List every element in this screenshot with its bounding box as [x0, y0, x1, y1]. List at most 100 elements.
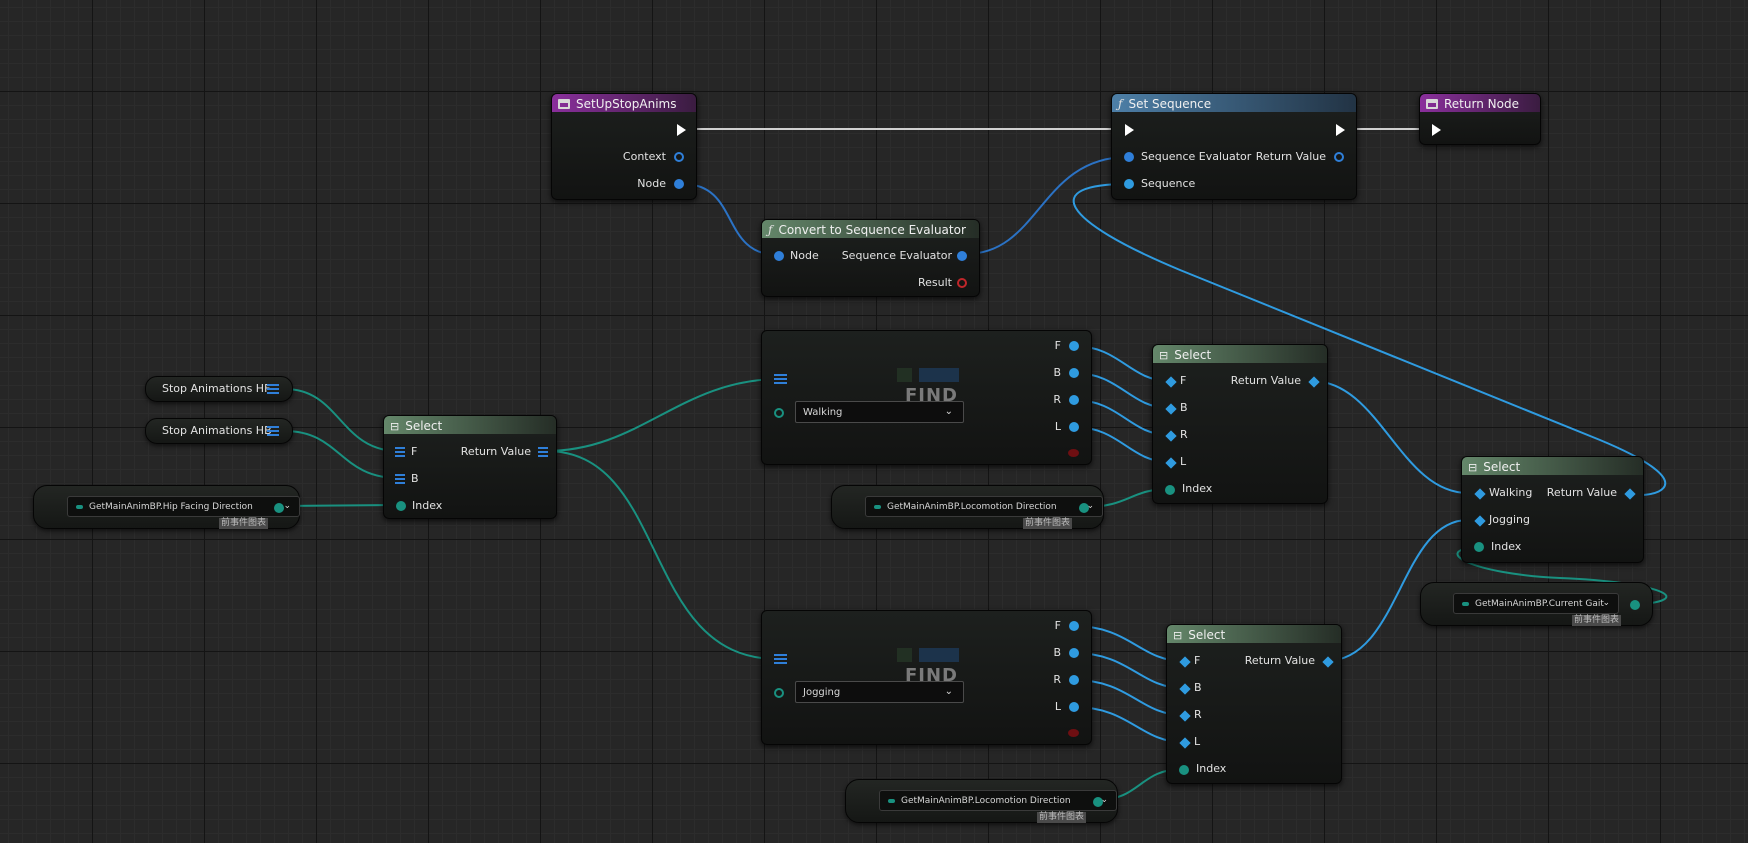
select-node-mid-bottom[interactable]: ⊟Select F Return Value B R L Index — [1166, 624, 1342, 784]
chevron-down-icon: ⌄ — [1602, 598, 1610, 608]
wire-hb-to-select — [284, 430, 399, 479]
f-pin[interactable] — [1179, 656, 1191, 668]
b-out-pin[interactable] — [1069, 368, 1079, 378]
node-pin[interactable] — [674, 179, 684, 189]
failed-pin[interactable] — [1068, 449, 1079, 457]
locomotion-direction-getter-top[interactable]: GetMainAnimBP.Locomotion Direction ⌄ 前事件… — [831, 485, 1104, 529]
b-pin[interactable] — [395, 474, 405, 485]
enum-in-pin[interactable] — [774, 688, 784, 698]
wire-gait-to-index — [1456, 546, 1668, 606]
enum-icon — [874, 504, 881, 509]
dropdown-value: Jogging — [803, 686, 841, 698]
dropdown-label: GetMainAnimBP.Hip Facing Direction — [89, 501, 253, 512]
node-in-pin[interactable] — [774, 251, 784, 261]
return-value-pin[interactable] — [538, 447, 548, 458]
return-node[interactable]: Return Node — [1419, 93, 1541, 145]
f-out-pin[interactable] — [1069, 621, 1079, 631]
exec-out-pin[interactable] — [1336, 124, 1345, 136]
context-tag: 前事件图表 — [1023, 518, 1073, 529]
dropdown-label: GetMainAnimBP.Locomotion Direction — [901, 795, 1071, 806]
b-label: B — [1180, 401, 1188, 414]
return-value-pin[interactable] — [1308, 376, 1320, 388]
b-pin[interactable] — [1179, 683, 1191, 695]
chevron-down-icon: ⌄ — [944, 406, 953, 417]
r-out-pin[interactable] — [1069, 675, 1079, 685]
l-pin[interactable] — [1179, 737, 1191, 749]
index-pin[interactable] — [1474, 542, 1484, 552]
setup-stop-anims-node[interactable]: SetUpStopAnims Context Node — [551, 93, 697, 200]
output-pin[interactable] — [1093, 797, 1103, 807]
select-node-left[interactable]: ⊟Select F Return Value B Index — [383, 415, 557, 519]
index-label: Index — [1182, 482, 1213, 495]
f-out-pin[interactable] — [1069, 341, 1079, 351]
sequence-evaluator-pin[interactable] — [1124, 152, 1134, 162]
current-gait-getter[interactable]: GetMainAnimBP.Current Gait ⌄ 前事件图表 — [1420, 582, 1653, 626]
f-pin[interactable] — [1165, 376, 1177, 388]
dropdown-value: Walking — [803, 406, 843, 418]
jogging-pin[interactable] — [1474, 515, 1486, 527]
hip-facing-direction-getter[interactable]: GetMainAnimBP.Hip Facing Direction ⌄ 前事件… — [33, 485, 300, 529]
exec-out-pin[interactable] — [677, 124, 686, 136]
stop-animations-hb-variable[interactable]: Stop Animations HB — [145, 418, 293, 444]
index-pin[interactable] — [1165, 485, 1175, 495]
select-node-right[interactable]: ⊟Select Walking Return Value Jogging Ind… — [1461, 456, 1644, 563]
find-walking-node[interactable]: FIND Walking ⌄ F B R L — [761, 330, 1092, 465]
array-in-pin[interactable] — [774, 374, 787, 385]
r-label: R — [1180, 428, 1188, 441]
return-value-pin[interactable] — [1624, 488, 1636, 500]
context-tag: 前事件图表 — [219, 518, 269, 529]
output-pin[interactable] — [1630, 600, 1640, 610]
locomotion-direction-dropdown[interactable]: GetMainAnimBP.Locomotion Direction ⌄ — [879, 790, 1117, 811]
r-out-pin[interactable] — [1069, 395, 1079, 405]
wire-select-to-sequence — [1072, 183, 1667, 496]
enum-in-pin[interactable] — [774, 408, 784, 418]
r-label: R — [1194, 708, 1202, 721]
array-pin[interactable] — [267, 426, 279, 437]
f-pin[interactable] — [395, 447, 405, 458]
output-pin[interactable] — [274, 503, 284, 513]
l-out-pin[interactable] — [1069, 422, 1079, 432]
dropdown-label: GetMainAnimBP.Locomotion Direction — [887, 501, 1057, 512]
result-pin[interactable] — [957, 278, 967, 288]
exec-in-pin[interactable] — [1432, 124, 1441, 136]
l-out-pin[interactable] — [1069, 702, 1079, 712]
select-node-mid-top[interactable]: ⊟Select F Return Value B R L Index — [1152, 344, 1328, 504]
find-jogging-node[interactable]: FIND Jogging ⌄ F B R L — [761, 610, 1092, 745]
r-pin[interactable] — [1165, 430, 1177, 442]
return-value-pin[interactable] — [1334, 152, 1344, 162]
locomotion-direction-dropdown[interactable]: GetMainAnimBP.Locomotion Direction ⌄ — [865, 496, 1103, 517]
context-tag: 前事件图表 — [1572, 615, 1622, 626]
stop-animations-hf-variable[interactable]: Stop Animations HF — [145, 376, 293, 402]
sequence-pin[interactable] — [1124, 179, 1134, 189]
output-pin[interactable] — [1079, 503, 1089, 513]
exec-in-pin[interactable] — [1125, 124, 1134, 136]
wire-select-to-find-jog — [545, 450, 779, 661]
context-pin[interactable] — [674, 152, 684, 162]
index-pin[interactable] — [1179, 765, 1189, 775]
l-pin[interactable] — [1165, 457, 1177, 469]
enum-icon — [888, 798, 895, 803]
current-gait-dropdown[interactable]: GetMainAnimBP.Current Gait ⌄ — [1453, 593, 1619, 614]
hip-facing-direction-dropdown[interactable]: GetMainAnimBP.Hip Facing Direction ⌄ — [67, 496, 300, 517]
walking-pin[interactable] — [1474, 488, 1486, 500]
b-pin[interactable] — [1165, 403, 1177, 415]
sequence-evaluator-out-pin[interactable] — [957, 251, 967, 261]
array-in-pin[interactable] — [774, 654, 787, 665]
b-out-pin[interactable] — [1069, 648, 1079, 658]
locomotion-direction-getter-bottom[interactable]: GetMainAnimBP.Locomotion Direction ⌄ 前事件… — [845, 779, 1118, 823]
return-value-label: Return Value — [1546, 486, 1617, 499]
array-pin[interactable] — [267, 384, 279, 395]
event-icon — [1426, 99, 1438, 109]
gait-dropdown[interactable]: Jogging ⌄ — [795, 681, 964, 703]
select-icon: ⊟ — [390, 419, 400, 433]
variable-label: Stop Animations HF — [162, 382, 271, 395]
return-value-pin[interactable] — [1322, 656, 1334, 668]
gait-dropdown[interactable]: Walking ⌄ — [795, 401, 964, 423]
wire-convert-to-setseq — [965, 156, 1129, 255]
chevron-down-icon: ⌄ — [283, 501, 291, 511]
failed-pin[interactable] — [1068, 729, 1079, 737]
index-pin[interactable] — [396, 501, 406, 511]
r-pin[interactable] — [1179, 710, 1191, 722]
